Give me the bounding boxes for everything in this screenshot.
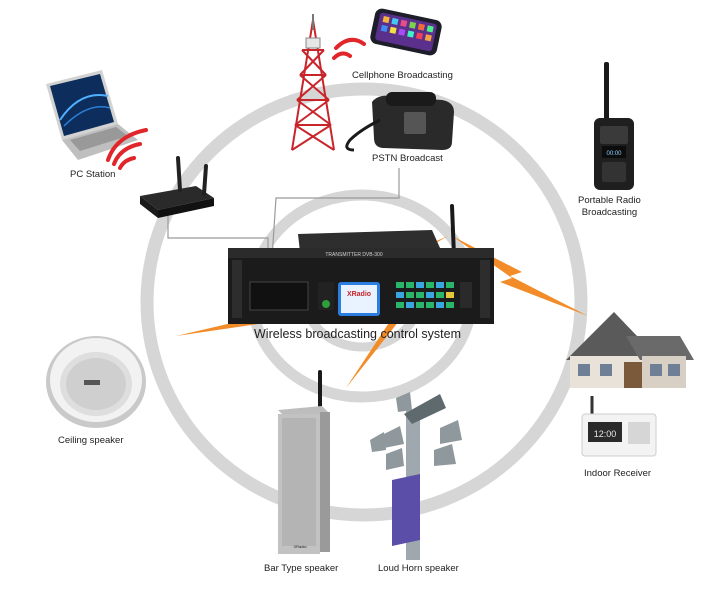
bar-speaker-brand: XRadio <box>293 544 307 549</box>
ceiling-speaker-icon <box>46 336 146 428</box>
system-title: Wireless broadcasting control system <box>254 327 462 341</box>
smartphone-icon <box>370 8 442 56</box>
house-icon <box>566 312 694 388</box>
outer-ring <box>140 82 588 522</box>
portable-radio-label-line2: Broadcasting <box>581 207 638 218</box>
svg-text:00:00: 00:00 <box>606 151 622 157</box>
rack-transmitter-icon: TRANSMITTER DVB-300 XRadio <box>228 204 494 324</box>
router-icon <box>140 156 214 218</box>
horn-speaker-pole-icon <box>370 392 462 560</box>
receiver-display-time: 12:00 <box>594 429 617 439</box>
rack-antenna <box>450 204 456 258</box>
cellphone-broadcasting-label: Cellphone Broadcasting <box>352 70 453 81</box>
telephone-icon <box>345 92 454 152</box>
bar-speaker-icon: XRadio <box>278 370 330 554</box>
indoor-receiver-icon: 12:00 <box>581 396 657 457</box>
rack-header-text: TRANSMITTER DVB-300 <box>325 252 382 258</box>
pstn-broadcast-label: PSTN Broadcast <box>372 153 443 164</box>
ceiling-speaker-label: Ceiling speaker <box>58 435 124 446</box>
rack-channel-buttons <box>396 282 454 308</box>
indoor-receiver-label: Indoor Receiver <box>584 468 652 479</box>
walkie-talkie-icon: 00:00 <box>594 62 634 190</box>
laptop-icon <box>46 70 138 160</box>
laptop-wifi-icon <box>106 128 148 170</box>
pc-station-label: PC Station <box>70 169 116 180</box>
rack-screen-brand: XRadio <box>347 291 371 298</box>
pstn-wire <box>271 168 400 259</box>
portable-radio-label: Portable Radio Broadcasting <box>578 195 641 219</box>
portable-radio-label-line1: Portable Radio <box>578 195 641 206</box>
loud-horn-label: Loud Horn speaker <box>378 563 459 574</box>
tower-signal-icon <box>332 37 366 60</box>
cell-tower-icon <box>291 14 335 151</box>
bar-speaker-label: Bar Type speaker <box>264 563 339 574</box>
